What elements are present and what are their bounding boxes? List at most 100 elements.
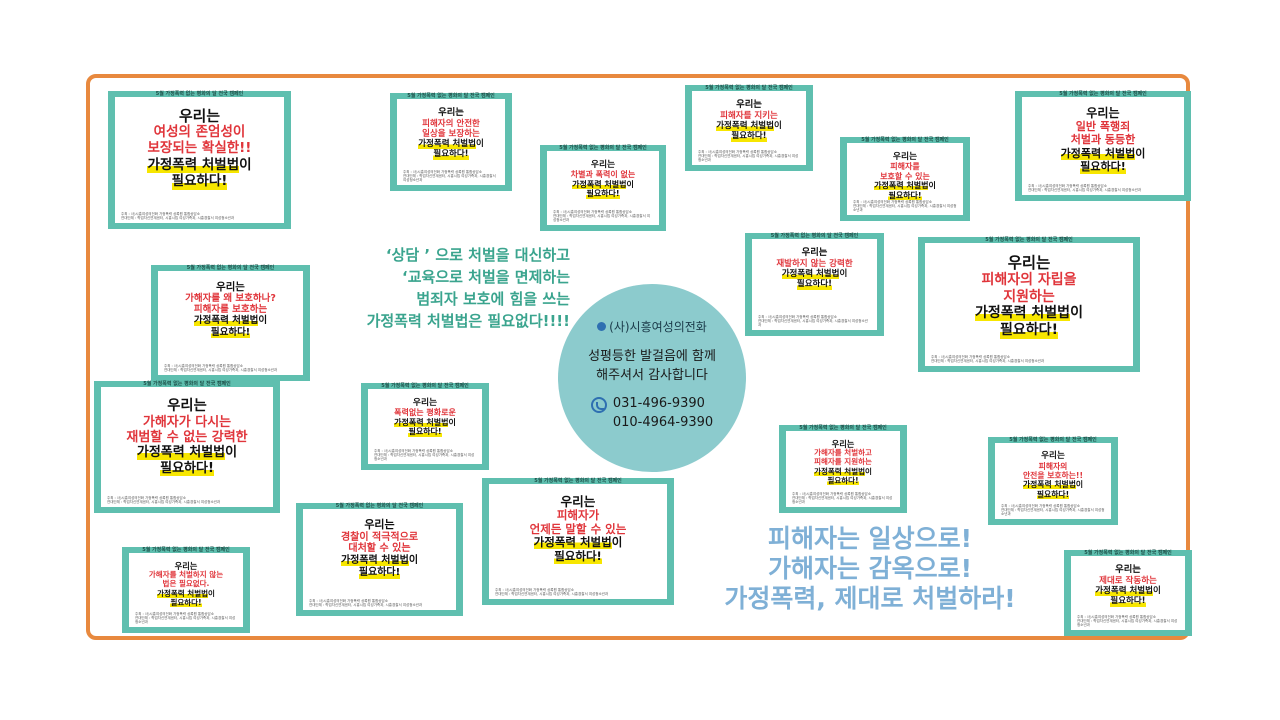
poster-law: 가정폭력 처벌법 bbox=[340, 555, 409, 567]
poster-law-line: 가정폭력 처벌법이 bbox=[975, 305, 1083, 322]
poster-law-line: 가정폭력 처벌법이 bbox=[147, 157, 252, 174]
poster-need: 필요하다! bbox=[1000, 322, 1058, 339]
poster-footer: 주최 : 사)시흥여성의전화 가정폭력 상록원 통합상담소 연대단체 : 학업자… bbox=[403, 170, 496, 182]
poster-footer: 주최 : 사)시흥여성의전화 가정폭력 상록원 통합상담소 연대단체 : 학업자… bbox=[698, 150, 799, 162]
poster-law-suffix: 이 bbox=[865, 467, 872, 477]
poster-we-are: 우리는 bbox=[1115, 564, 1141, 576]
poster-header: 5월 가정폭력 없는 평화의 달 전국 캠페인 bbox=[559, 145, 647, 151]
poster-we-are: 우리는 bbox=[1086, 106, 1120, 121]
message-line: 가정폭력 처벌법은 필요없다!!!! bbox=[366, 312, 570, 330]
poster-header: 5월 가정폭력 없는 평화의 달 전국 캠페인 bbox=[705, 85, 793, 91]
poster-law-line: 가정폭력 처벌법이 bbox=[781, 269, 848, 280]
poster-need: 필요하다! bbox=[888, 190, 922, 201]
poster-law-suffix: 이 bbox=[475, 139, 484, 150]
poster-law: 가정폭력 처벌법 bbox=[147, 157, 240, 174]
poster-red-text: 피해자의 안전을 보호하는!! bbox=[1022, 461, 1084, 481]
poster-law: 가정폭력 처벌법 bbox=[136, 445, 226, 461]
poster-footer: 주최 : 사)시흥여성의전화 가정폭력 상록원 통합상담소 연대단체 : 학업자… bbox=[121, 212, 235, 220]
poster-law-line: 가정폭력 처벌법이 bbox=[157, 589, 215, 599]
poster-header: 5월 가정폭력 없는 평화의 달 전국 캠페인 bbox=[1009, 437, 1097, 443]
poster-we-are: 우리는 bbox=[412, 398, 438, 409]
poster-law-line: 가정폭력 처벌법이 bbox=[1060, 147, 1145, 161]
poster-law: 가정폭력 처벌법 bbox=[418, 139, 476, 150]
poster-law-line: 가정폭력 처벌법이 bbox=[1022, 480, 1084, 490]
poster-need: 필요하다! bbox=[827, 476, 859, 486]
poster-footer: 주최 : 사)시흥여성의전화 가정폭력 상록원 통합상담소 연대단체 : 학업자… bbox=[495, 588, 609, 596]
poster-red-text: 폭력없는 평화로운 bbox=[394, 408, 456, 418]
poster-law-line: 가정폭력 처벌법이 bbox=[340, 555, 418, 567]
poster-law-line: 가정폭력 처벌법이 bbox=[874, 181, 936, 191]
poster-need: 필요하다! bbox=[1080, 160, 1126, 174]
poster-red-text: 일반 폭행죄 처벌과 동등한 bbox=[1070, 120, 1136, 147]
poster-we-are: 우리는 bbox=[174, 561, 198, 571]
poster-we-are: 우리는 bbox=[179, 107, 220, 126]
poster-footer: 주최 : 사)시흥여성의전화 가정폭력 상록원 통합상담소 연대단체 : 학업자… bbox=[931, 355, 1045, 363]
poster-red-text: 피해자가 언제든 말할 수 있는 bbox=[529, 508, 627, 536]
poster-we-are: 우리는 bbox=[1041, 451, 1065, 462]
poster-red-text: 가해자를 왜 보호하나? 피해자를 보호하는 bbox=[185, 292, 276, 316]
poster-law-suffix: 이 bbox=[1075, 480, 1084, 490]
poster-law: 가정폭력 처벌법 bbox=[1095, 586, 1153, 597]
org-name: (사)시흥여성의전화 bbox=[597, 318, 707, 335]
poster-header: 5월 가정폭력 없는 평화의 달 전국 캠페인 bbox=[861, 137, 949, 143]
poster-need: 필요하다! bbox=[586, 189, 620, 199]
poster-law-suffix: 이 bbox=[839, 269, 848, 280]
poster-header: 5월 가정폭력 없는 평화의 달 전국 캠페인 bbox=[1059, 91, 1147, 97]
poster-red-text: 재발하지 않는 강력한 bbox=[776, 259, 853, 270]
poster-footer: 주최 : 사)시흥여성의전화 가정폭력 상록원 통합상담소 연대단체 : 학업자… bbox=[792, 492, 893, 504]
message-line: 범죄자 보호에 힘을 쓰는 bbox=[416, 290, 570, 308]
phone-icon bbox=[590, 397, 607, 413]
message-line: ‘상담 ’ 으로 처벌을 대신하고 bbox=[385, 246, 570, 264]
phone-number-1: 031-496-9390 bbox=[612, 396, 705, 411]
poster-we-are: 우리는 bbox=[438, 107, 464, 119]
poster-footer: 주최 : 사)시흥여성의전화 가정폭력 상록원 통합상담소 연대단체 : 학업자… bbox=[374, 449, 475, 461]
poster-we-are: 우리는 bbox=[167, 398, 207, 415]
message-text: ‘상담 ’ 으로 처벌을 대신하고 ‘교육으로 처벌을 면제하는 범죄자 보호에… bbox=[330, 244, 570, 332]
poster-footer: 주최 : 사)시흥여성의전화 가정폭력 상록원 통합상담소 연대단체 : 학업자… bbox=[309, 599, 423, 607]
poster-law-suffix: 이 bbox=[626, 179, 634, 189]
poster-header: 5월 가정폭력 없는 평화의 달 전국 캠페인 bbox=[186, 265, 275, 271]
slogan-line: 가해자는 감옥으로! bbox=[767, 554, 973, 583]
poster-need: 필요하다! bbox=[731, 131, 767, 142]
poster-footer: 주최 : 사)시흥여성의전화 가정폭력 상록원 통합상담소 연대단체 : 학업자… bbox=[1077, 615, 1178, 627]
poster-law: 가정폭력 처벌법 bbox=[572, 179, 627, 189]
poster-law-suffix: 이 bbox=[1152, 586, 1161, 597]
poster-header: 5월 가정폭력 없는 평화의 달 전국 캠페인 bbox=[155, 91, 244, 97]
poster-law: 가정폭력 처벌법 bbox=[533, 535, 612, 550]
poster-we-are: 우리는 bbox=[590, 160, 616, 171]
poster-red-text: 차별과 폭력이 없는 bbox=[570, 170, 636, 180]
poster-red-text: 가해자를 처벌하지 않는 법은 필요없다. bbox=[148, 570, 224, 589]
poster-law-suffix: 이 bbox=[928, 181, 936, 191]
poster-law: 가정폭력 처벌법 bbox=[193, 315, 259, 327]
poster-law-suffix: 이 bbox=[611, 535, 623, 550]
poster-header: 5월 가정폭력 없는 평화의 달 전국 캠페인 bbox=[335, 503, 424, 509]
poster-we-are: 우리는 bbox=[831, 439, 855, 449]
poster-red-text: 피해자의 자립을 지원하는 bbox=[981, 272, 1077, 305]
poster-law-suffix: 이 bbox=[208, 589, 215, 599]
poster-law-line: 가정폭력 처벌법이 bbox=[814, 467, 872, 477]
poster-law-line: 가정폭력 처벌법이 bbox=[193, 315, 267, 327]
poster-law: 가정폭력 처벌법 bbox=[1022, 480, 1076, 490]
poster-we-are: 우리는 bbox=[736, 99, 762, 111]
thanks-text: 성평등한 발걸음에 함께 해주셔서 감사합니다 bbox=[588, 349, 716, 383]
